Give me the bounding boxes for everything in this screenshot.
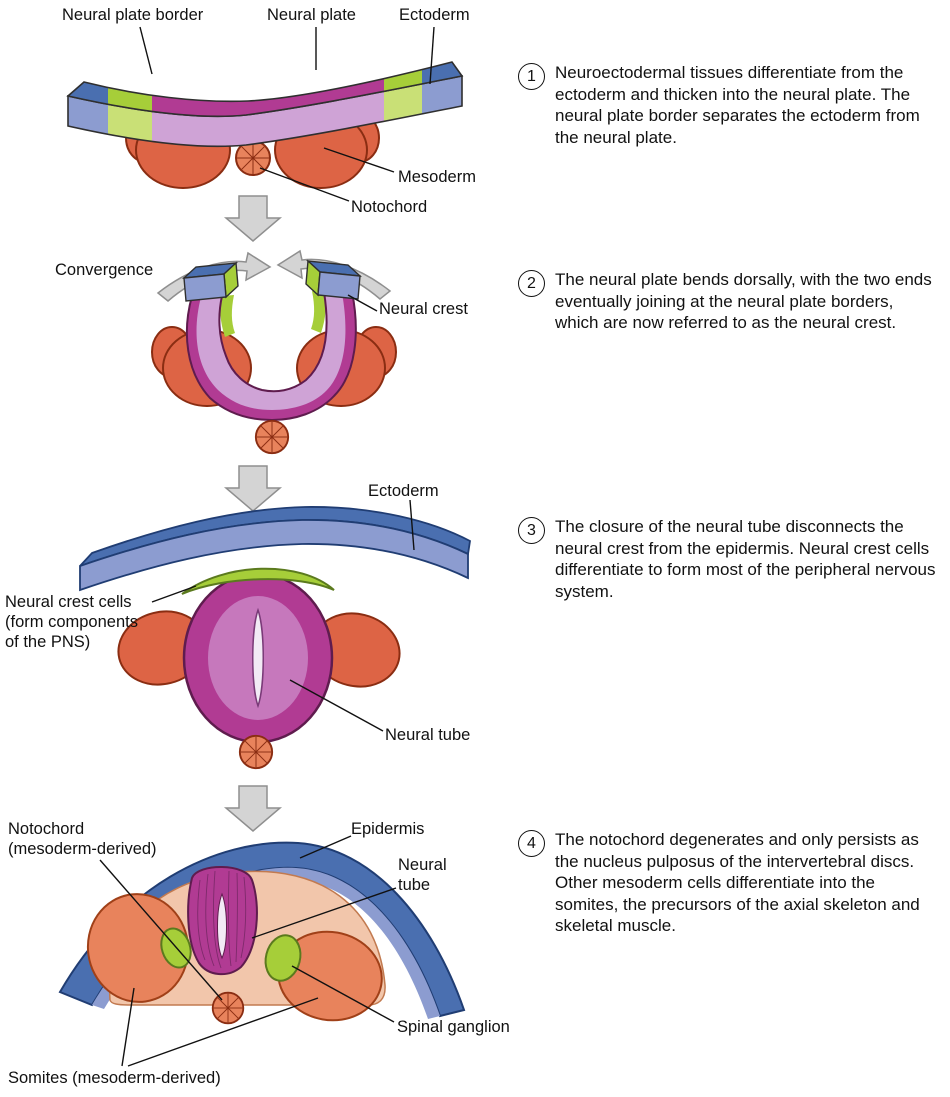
down-arrow-2	[225, 465, 281, 512]
step-2: 2 The neural plate bends dorsally, with …	[518, 269, 946, 334]
stage1-leader-lines	[139, 26, 435, 202]
label-neural-tube-stage4: Neural tube	[398, 856, 447, 895]
neural-canal-slit	[252, 607, 264, 709]
stage3-leader-lines	[151, 499, 415, 732]
neural-tube-striations	[197, 870, 247, 969]
step-4-number-badge: 4	[518, 830, 545, 857]
neural-fold-front-face	[186, 292, 356, 420]
ectoderm-layer-front	[79, 519, 469, 592]
notochord-shape	[238, 734, 274, 770]
notochord-shape	[254, 419, 290, 455]
stage4-leader-lines	[99, 835, 397, 1067]
step-2-number-badge: 2	[518, 270, 545, 297]
step-3: 3 The closure of the neural tube disconn…	[518, 516, 946, 602]
step-1-text: Neuroectodermal tissues differentiate fr…	[555, 63, 920, 147]
step-4: 4 The notochord degenerates and only per…	[518, 829, 946, 937]
stage2-leader-lines	[347, 294, 378, 312]
neural-canal-slit	[217, 892, 227, 960]
label-somites: Somites (mesoderm-derived)	[8, 1069, 221, 1087]
step-2-text: The neural plate bends dorsally, with th…	[555, 270, 932, 333]
label-neural-plate-border: Neural plate border	[62, 6, 204, 24]
label-neural-plate: Neural plate	[267, 6, 356, 24]
neural-crest-tip-right	[305, 259, 363, 300]
neural-crest-tip-left	[181, 261, 239, 302]
step-3-text: The closure of the neural tube disconnec…	[555, 517, 936, 601]
step-4-text: The notochord degenerates and only persi…	[555, 830, 920, 936]
label-mesoderm: Mesoderm	[398, 168, 476, 186]
label-spinal-ganglion: Spinal ganglion	[397, 1018, 510, 1036]
stage2-illustration	[151, 249, 397, 455]
step-3-number-badge: 3	[518, 517, 545, 544]
label-neural-crest: Neural crest	[379, 300, 468, 318]
neural-crest-cells-shape	[181, 567, 335, 595]
label-neural-crest-cells: Neural crest cells (form components of t…	[5, 593, 138, 652]
spinal-ganglion-right-shape	[264, 934, 302, 982]
notochord-shape	[211, 991, 245, 1025]
stage4-illustration	[58, 835, 466, 1067]
label-ectoderm-stage1: Ectoderm	[399, 6, 470, 24]
label-convergence: Convergence	[55, 261, 154, 279]
stage3-illustration	[79, 499, 471, 770]
label-notochord-stage1: Notochord	[351, 198, 428, 216]
label-notochord-stage4: Notochord (mesoderm-derived)	[8, 820, 157, 859]
label-neural-tube-stage3: Neural tube	[385, 726, 471, 744]
down-arrow-3	[225, 785, 281, 832]
label-epidermis: Epidermis	[351, 820, 425, 838]
label-ectoderm-stage3: Ectoderm	[368, 482, 439, 500]
neural-crest-strip-left	[220, 295, 235, 337]
step-1: 1 Neuroectodermal tissues differentiate …	[518, 62, 946, 148]
neural-crest-strip-right	[311, 291, 326, 333]
down-arrow-1	[225, 195, 281, 242]
step-1-number-badge: 1	[518, 63, 545, 90]
